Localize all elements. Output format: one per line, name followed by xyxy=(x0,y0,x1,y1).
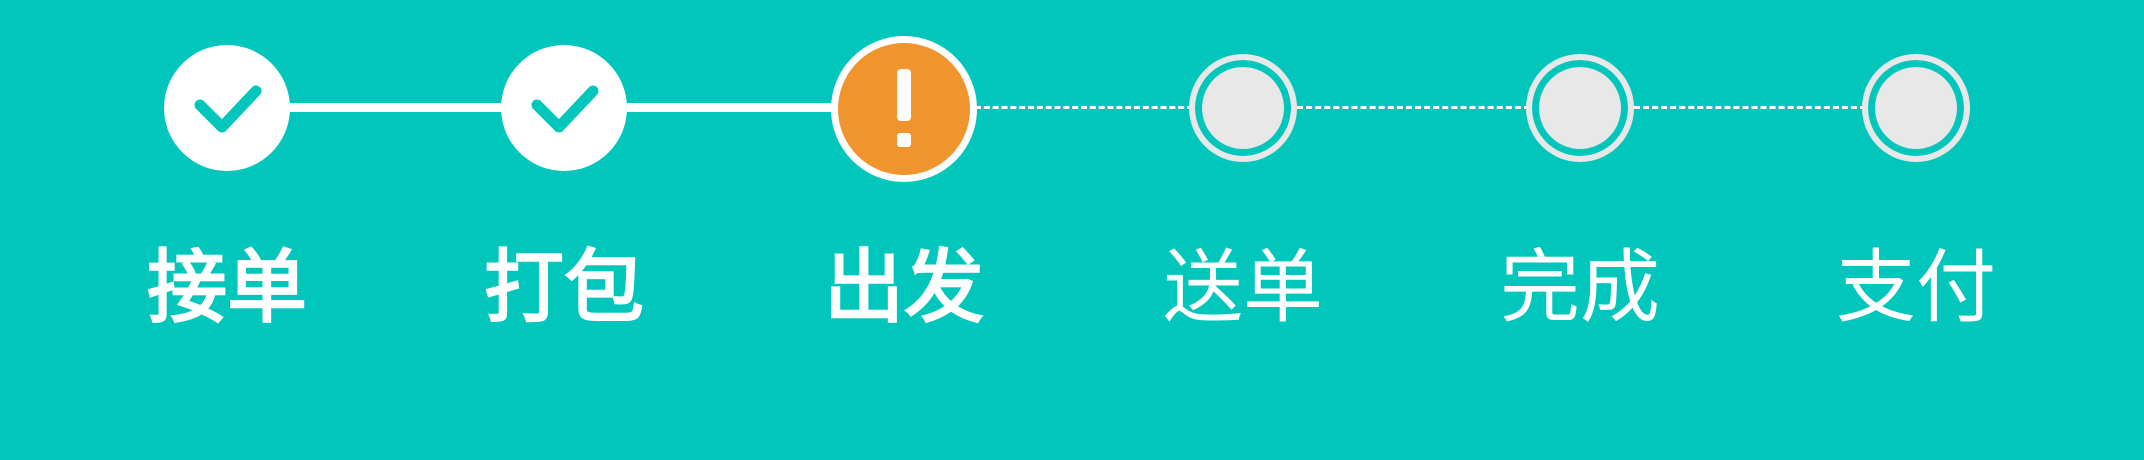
step-connector-completed xyxy=(290,103,505,112)
step-label: 送单 xyxy=(1163,241,1323,334)
exclamation-icon xyxy=(897,69,911,147)
step-label: 支付 xyxy=(1836,241,1996,334)
check-icon xyxy=(194,85,262,133)
step-connector-completed xyxy=(627,103,839,112)
step-label: 出发 xyxy=(824,241,984,334)
step-node-current xyxy=(831,36,977,182)
step-connector-pending xyxy=(1297,106,1530,109)
step-node-done xyxy=(164,45,290,171)
step-node-done xyxy=(501,45,627,171)
ring-icon xyxy=(1526,54,1634,162)
ring-icon xyxy=(1189,54,1297,162)
step-label: 接单 xyxy=(147,241,307,334)
step-label: 打包 xyxy=(484,241,644,334)
ring-icon xyxy=(1862,54,1970,162)
check-icon xyxy=(531,85,599,133)
step-connector-pending xyxy=(975,106,1193,109)
step-label: 完成 xyxy=(1500,241,1660,334)
step-connector-pending xyxy=(1634,106,1866,109)
